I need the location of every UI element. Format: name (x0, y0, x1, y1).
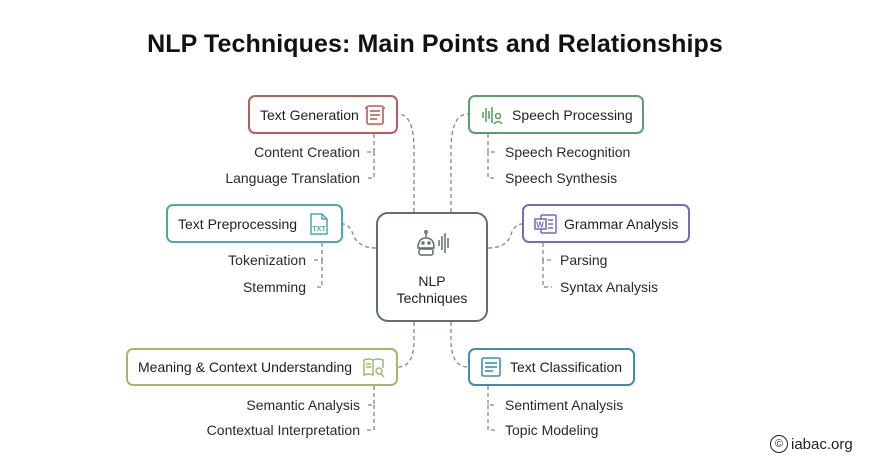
connector-meaning-context (397, 322, 415, 368)
node-meaning-context-label: Meaning & Context Understanding (138, 359, 353, 375)
credit-text: iabac.org (791, 435, 853, 453)
sub-contextual-interpretation: Contextual Interpretation (206, 422, 360, 438)
connector-grammar-analysis (487, 223, 523, 249)
node-text-preprocessing-label: Text Preprocessing (178, 215, 298, 232)
svg-text:W: W (536, 220, 544, 229)
sub-stemming: Stemming (242, 279, 306, 295)
connector-text-preprocessing (342, 223, 377, 249)
svg-text:TXT: TXT (313, 226, 327, 233)
center-node-label: NLP Techniques (396, 273, 468, 306)
word-document-icon: W (534, 213, 558, 235)
sub-semantic-analysis: Semantic Analysis (246, 397, 360, 413)
connector-speech-processing (450, 113, 469, 212)
node-text-generation-label: Text Generation (260, 106, 359, 123)
node-speech-processing: Speech Processing (468, 95, 644, 134)
node-grammar-analysis-label: Grammar Analysis (564, 215, 679, 232)
node-speech-processing-label: Speech Processing (512, 106, 633, 123)
node-text-classification-label: Text Classification (510, 359, 623, 375)
txt-file-icon: TXT (307, 212, 331, 236)
document-text-icon (364, 104, 386, 126)
node-text-preprocessing: Text Preprocessing TXT (166, 204, 343, 243)
sub-speech-synthesis: Speech Synthesis (505, 170, 618, 186)
sub-parsing: Parsing (560, 252, 608, 268)
iabac-credit: © iabac.org (770, 435, 853, 453)
node-meaning-context: Meaning & Context Understanding (126, 348, 398, 386)
center-node-nlp-techniques: NLP Techniques (376, 212, 488, 322)
sub-sentiment-analysis: Sentiment Analysis (505, 397, 624, 413)
diagram-title: NLP Techniques: Main Points and Relation… (147, 30, 723, 58)
sub-syntax-analysis: Syntax Analysis (560, 279, 659, 295)
connector-text-classification (450, 322, 469, 368)
speech-waveform-icon (480, 104, 504, 126)
copyright-icon: © (770, 435, 788, 453)
connector-text-generation (397, 113, 415, 212)
node-grammar-analysis: W Grammar Analysis (522, 204, 690, 243)
node-text-classification: Text Classification (468, 348, 635, 386)
node-text-generation: Text Generation (248, 95, 398, 134)
robot-voice-icon (412, 228, 452, 269)
sub-tokenization: Tokenization (228, 252, 306, 268)
sub-speech-recognition: Speech Recognition (505, 144, 631, 160)
sub-language-translation: Language Translation (225, 170, 360, 186)
book-search-icon (362, 356, 386, 378)
list-document-icon (480, 356, 502, 378)
sub-topic-modeling: Topic Modeling (505, 422, 599, 438)
sub-content-creation: Content Creation (254, 144, 360, 160)
